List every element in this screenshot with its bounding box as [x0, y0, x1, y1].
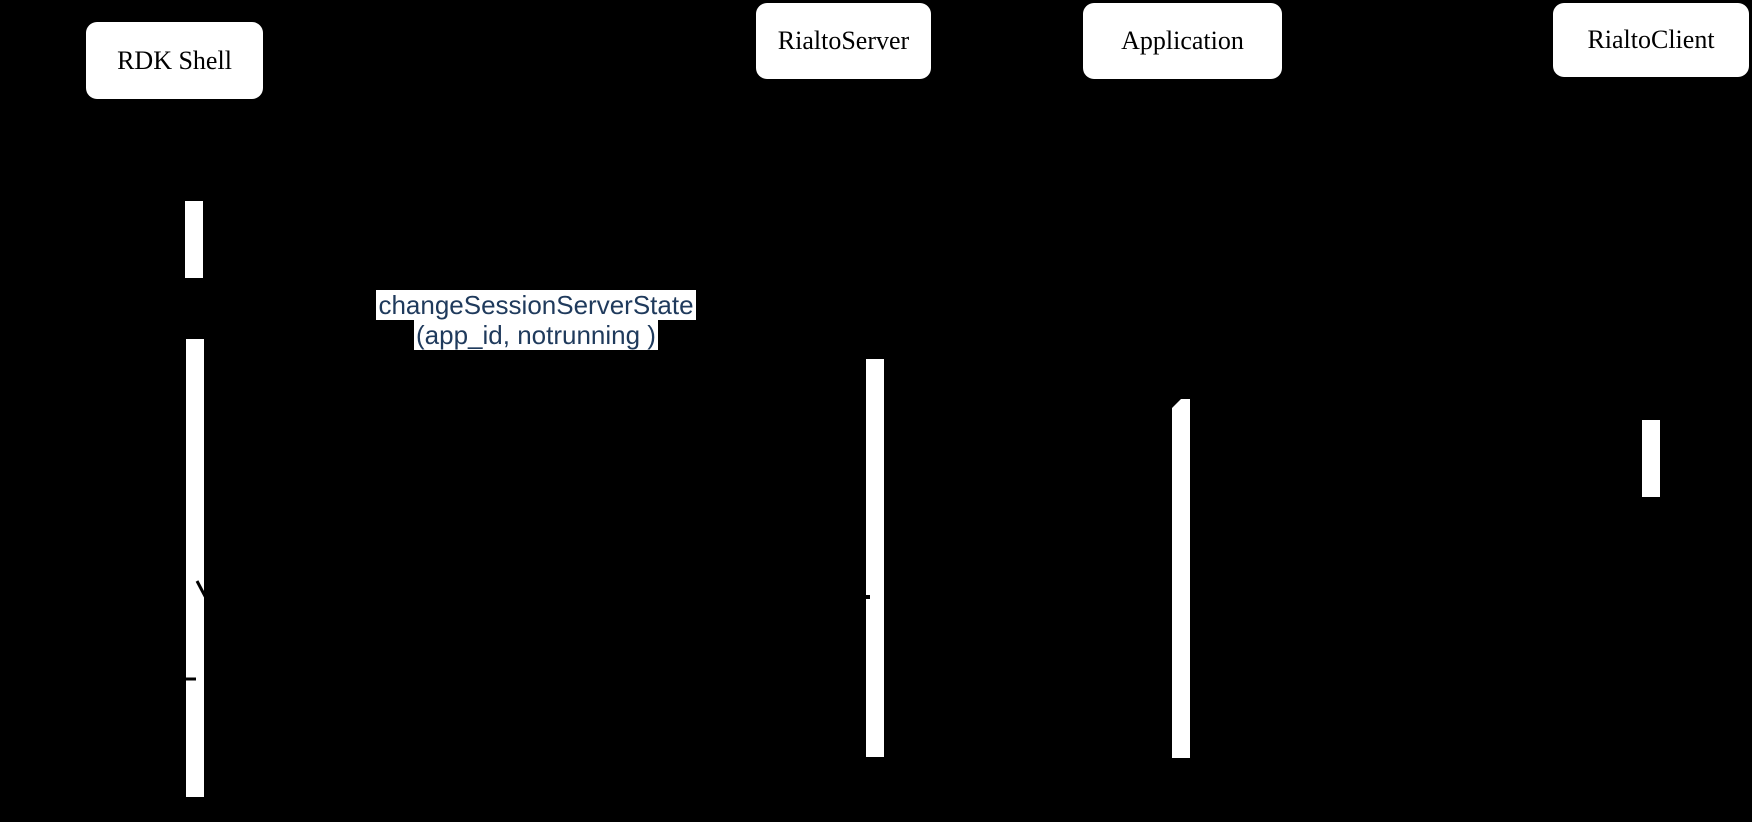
- activation-bar-rialto-client: [1642, 420, 1660, 497]
- message-line-2: (app_id, notrunning ): [414, 320, 658, 350]
- actor-label-rdk-shell: RDK Shell: [117, 45, 232, 75]
- actor-label-rialto-client: RialtoClient: [1587, 25, 1715, 54]
- arrowhead-remnant-backslash-icon: [195, 580, 208, 599]
- actor-box-rdk-shell: RDK Shell: [86, 22, 263, 99]
- actor-label-application: Application: [1121, 26, 1244, 55]
- activation-bar-rdk-shell-1: [185, 201, 203, 278]
- activation-bar-application: [1172, 399, 1190, 758]
- message-change-session-server-state: changeSessionServerState (app_id, notrun…: [336, 290, 736, 350]
- activation-bar-rdk-shell-2: [186, 339, 204, 797]
- actor-box-rialto-client: RialtoClient: [1553, 3, 1749, 77]
- actor-box-application: Application: [1083, 3, 1282, 79]
- message-line-1: changeSessionServerState: [376, 290, 696, 320]
- arrow-remnant-tick-icon: [864, 595, 870, 599]
- activation-bar-rialto-server: [866, 359, 884, 757]
- activation-corner-notch-icon: [1172, 399, 1181, 408]
- actor-label-rialto-server: RialtoServer: [777, 26, 910, 55]
- actor-box-rialto-server: RialtoServer: [756, 3, 931, 79]
